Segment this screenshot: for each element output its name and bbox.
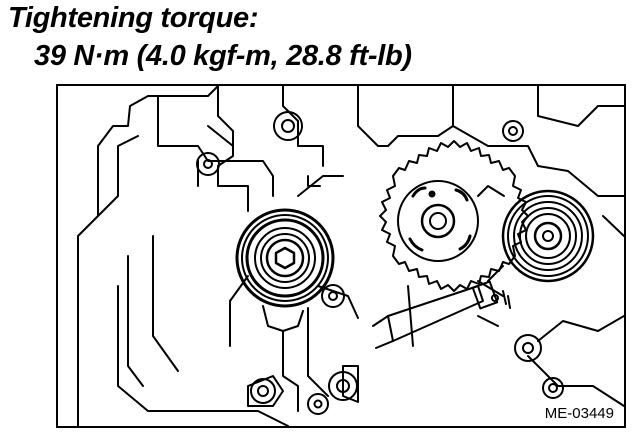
- engine-block-outline: [77, 86, 624, 426]
- torque-heading: Tightening torque:: [8, 2, 259, 34]
- figure-code: ME-03449: [542, 405, 616, 422]
- diagram-frame: ME-03449: [56, 84, 626, 428]
- camshaft-sprocket: [379, 140, 529, 292]
- idler-pulley: [477, 185, 595, 283]
- hydraulic-tensioner-adjuster: [372, 280, 511, 349]
- tensioner-pulley: [229, 208, 335, 412]
- tensioner-bolt: [247, 365, 359, 415]
- engine-diagram: [77, 86, 624, 426]
- torque-value: 39 N·m (4.0 kgf-m, 28.8 ft-lb): [34, 40, 412, 72]
